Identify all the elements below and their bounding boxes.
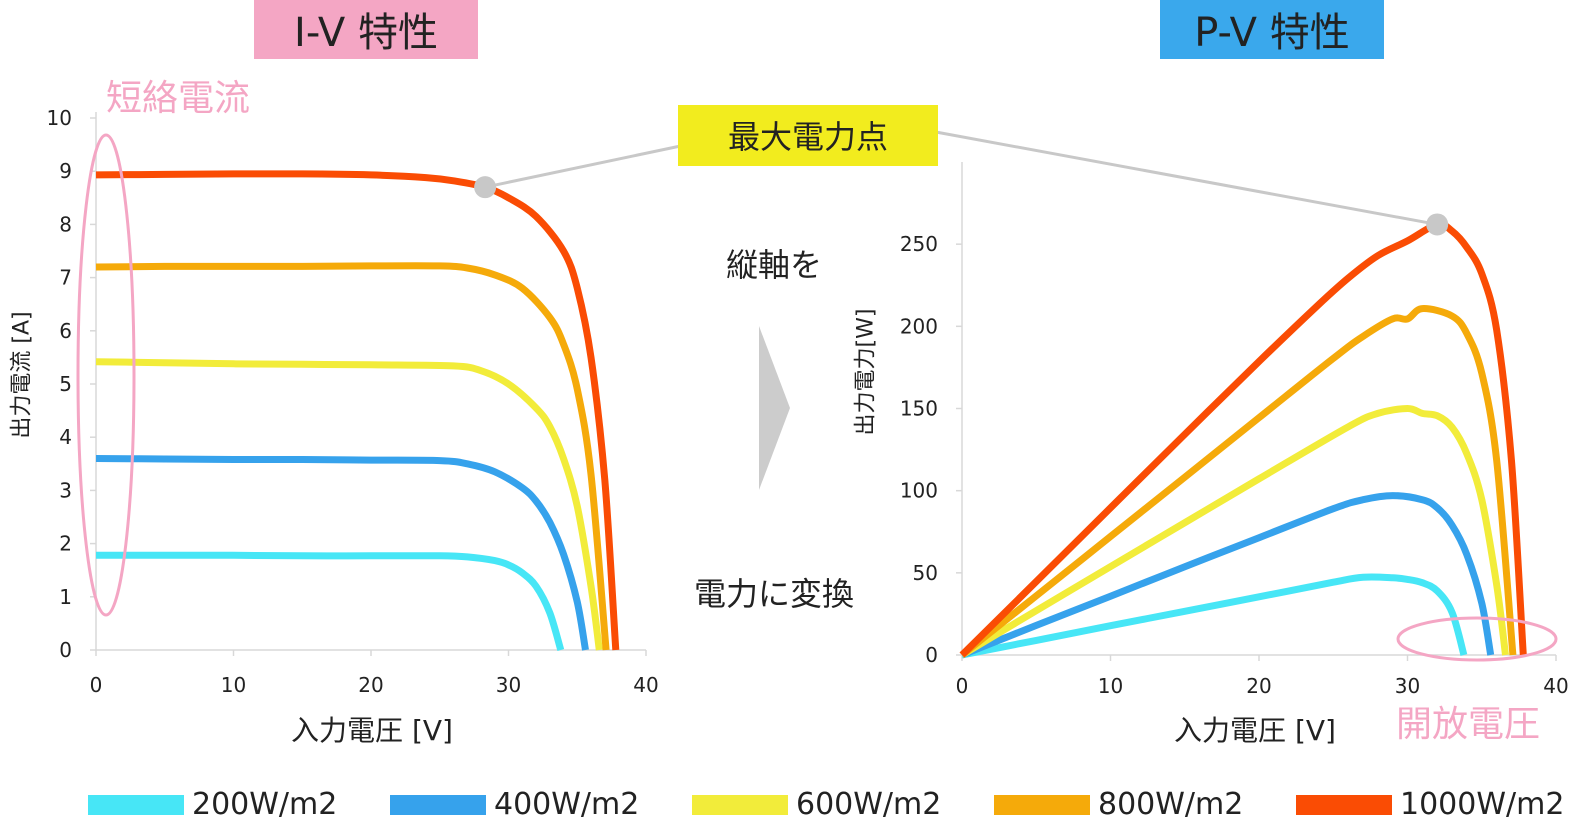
x-tick-label: 30 [496, 673, 521, 697]
x-tick-label: 40 [1543, 674, 1568, 698]
x-tick-label: 30 [1395, 674, 1420, 698]
legend-label: 800W/m2 [1098, 787, 1243, 822]
series-line-200W-per-m2 [961, 573, 1468, 659]
y-tick-label: 1 [59, 585, 72, 609]
x-tick-label: 20 [358, 673, 383, 697]
y-tick-label: 3 [59, 478, 72, 502]
convert-text-line2: 電力に変換 [694, 575, 854, 613]
y-tick-label: 50 [913, 561, 938, 585]
legend-label: 1000W/m2 [1400, 787, 1564, 822]
y-axis-label: 出力電力[W] [854, 309, 879, 436]
y-tick-label: 2 [59, 532, 72, 556]
pv-title: P-V 特性 [1194, 10, 1349, 56]
open-circuit-label: 開放電圧 [1396, 704, 1540, 745]
mpp-label-box [678, 105, 938, 166]
x-tick-label: 0 [956, 674, 969, 698]
y-tick-label: 200 [900, 314, 938, 338]
series-line-600W-per-m2 [95, 358, 603, 651]
short-circuit-label: 短絡電流 [106, 78, 250, 119]
y-tick-label: 150 [900, 397, 938, 421]
series-line-400W-per-m2 [960, 492, 1495, 659]
series-line-800W-per-m2 [959, 305, 1517, 658]
convert-text-line1: 縦軸を [726, 246, 822, 284]
legend-swatch [88, 795, 184, 815]
y-tick-label: 9 [59, 159, 72, 183]
legend-swatch [994, 795, 1090, 815]
mpp-marker-pv [1426, 213, 1449, 236]
y-tick-label: 6 [59, 319, 72, 343]
iv-title: I-V 特性 [294, 10, 438, 56]
x-axis-label: 入力電圧 [V] [1174, 714, 1336, 747]
legend-swatch [692, 795, 788, 815]
open-circuit-ellipse [1396, 616, 1558, 662]
series-line-400W-per-m2 [95, 455, 589, 651]
x-tick-label: 10 [221, 673, 246, 697]
y-tick-label: 8 [59, 212, 72, 236]
y-tick-label: 100 [900, 479, 938, 503]
short-circuit-ellipse [76, 133, 136, 617]
mpp-connector-right [924, 128, 1438, 226]
y-tick-label: 10 [47, 106, 72, 130]
y-axis-label: 出力電流 [A] [10, 311, 35, 438]
y-tick-label: 0 [59, 638, 72, 662]
x-axis-label: 入力電圧 [V] [291, 714, 453, 747]
x-tick-label: 40 [633, 673, 658, 697]
series-line-1000W-per-m2 [959, 220, 1527, 658]
mpp-label: 最大電力点 [728, 118, 888, 156]
mpp-marker-iv [474, 176, 497, 199]
legend-swatch [1296, 795, 1392, 815]
x-tick-label: 0 [90, 673, 103, 697]
pv-chart: 0 50 100 150 200 250 0 10 20 30 40 入力電圧 [V] 出力電力[W] [854, 162, 1569, 747]
pv-title-box [1160, 0, 1384, 59]
series-line-200W-per-m2 [95, 551, 565, 652]
y-tick-label: 4 [59, 425, 72, 449]
legend-label: 200W/m2 [192, 787, 337, 822]
y-tick-label: 5 [59, 372, 72, 396]
legend-swatch [390, 795, 486, 815]
legend: 200W/m2 400W/m2 600W/m2 800W/m2 1000W/m2 [88, 787, 1564, 822]
legend-label: 600W/m2 [796, 787, 941, 822]
series-line-800W-per-m2 [95, 262, 610, 651]
series-line-600W-per-m2 [960, 405, 1509, 659]
iv-chart: 0 1 2 3 4 5 6 7 8 9 10 0 10 20 30 40 入力電圧 [V] 出力電流 [A] [10, 106, 659, 747]
conversion-arrow-icon [759, 326, 790, 490]
x-tick-label: 20 [1246, 674, 1271, 698]
y-tick-label: 0 [925, 643, 938, 667]
iv-title-box [254, 0, 478, 59]
mpp-connector-left [484, 142, 691, 189]
legend-label: 400W/m2 [494, 787, 639, 822]
y-tick-label: 250 [900, 232, 938, 256]
x-tick-label: 10 [1098, 674, 1123, 698]
y-tick-label: 7 [59, 266, 72, 290]
